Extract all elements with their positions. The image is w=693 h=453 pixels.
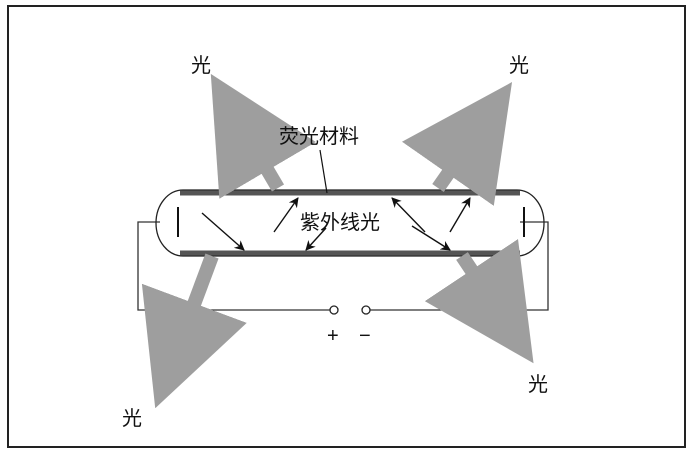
uv-light-label: 紫外线光 [300, 210, 380, 234]
negative-sign: − [359, 325, 371, 347]
negative-terminal [361, 305, 371, 315]
uv-arrow-5 [411, 225, 451, 251]
uv-arrow-3 [305, 227, 327, 251]
light-label-bottom-left: 光 [122, 406, 142, 430]
phosphor-leader-line [319, 149, 328, 194]
light-arrow-bottom-right [424, 239, 534, 364]
positive-terminal [329, 305, 339, 315]
light-arrow-top-left [210, 73, 316, 199]
diagram-frame [7, 5, 686, 448]
light-arrow-bottom-left [141, 253, 247, 409]
light-label-bottom-right: 光 [528, 372, 548, 396]
light-label-top-left: 光 [191, 53, 211, 77]
positive-sign: + [327, 325, 339, 347]
uv-arrow-2 [273, 197, 299, 233]
light-label-top-right: 光 [509, 53, 529, 77]
uv-arrow-4 [391, 197, 426, 233]
phosphor-label: 荧光材料 [279, 124, 359, 148]
uv-arrow-6 [449, 197, 471, 233]
light-arrow-top-right [401, 82, 513, 206]
uv-arrow-1 [201, 212, 245, 251]
